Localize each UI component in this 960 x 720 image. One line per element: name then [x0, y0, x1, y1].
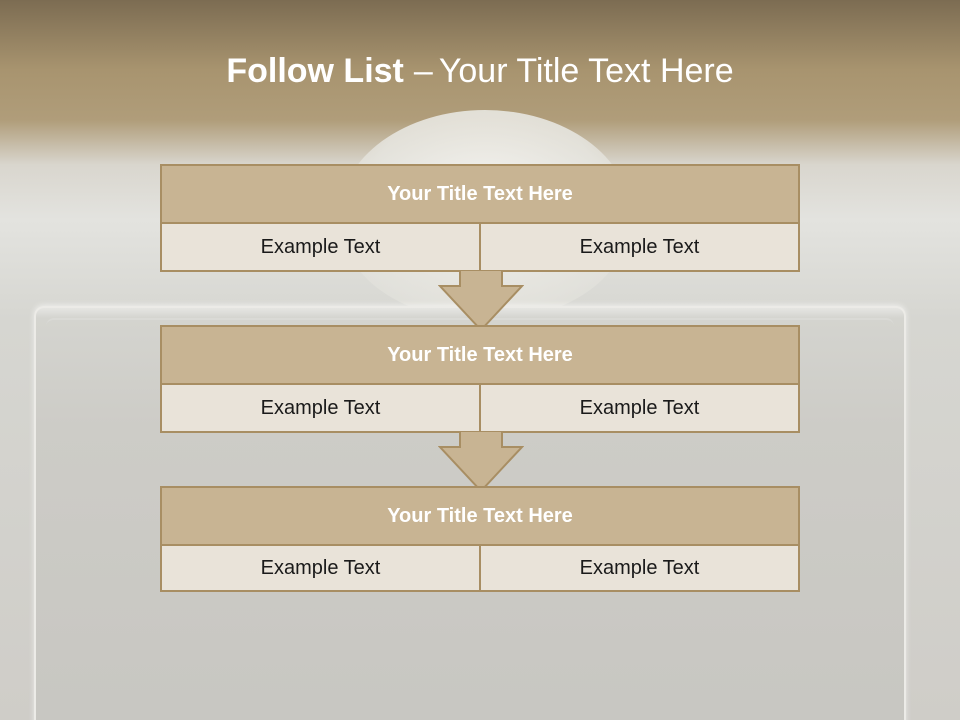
block-row: Example Text Example Text — [162, 546, 798, 590]
down-arrow-icon — [438, 431, 524, 493]
list-block-1: Your Title Text Here Example Text Exampl… — [160, 164, 800, 272]
slide-title: Follow List–Your Title Text Here — [0, 52, 960, 91]
block-cell-right: Example Text — [479, 385, 798, 431]
title-separator: – — [413, 52, 433, 90]
block-cell-right: Example Text — [479, 224, 798, 270]
block-title: Your Title Text Here — [162, 488, 798, 546]
title-rest: Your Title Text Here — [438, 52, 734, 90]
block-row: Example Text Example Text — [162, 224, 798, 270]
down-arrow-icon — [438, 270, 524, 332]
block-cell-left: Example Text — [162, 546, 479, 590]
block-cell-left: Example Text — [162, 224, 479, 270]
block-row: Example Text Example Text — [162, 385, 798, 431]
block-cell-right: Example Text — [479, 546, 798, 590]
list-block-3: Your Title Text Here Example Text Exampl… — [160, 486, 800, 592]
block-title: Your Title Text Here — [162, 166, 798, 224]
block-title: Your Title Text Here — [162, 327, 798, 385]
title-bold: Follow List — [226, 52, 404, 90]
block-cell-left: Example Text — [162, 385, 479, 431]
list-block-2: Your Title Text Here Example Text Exampl… — [160, 325, 800, 433]
